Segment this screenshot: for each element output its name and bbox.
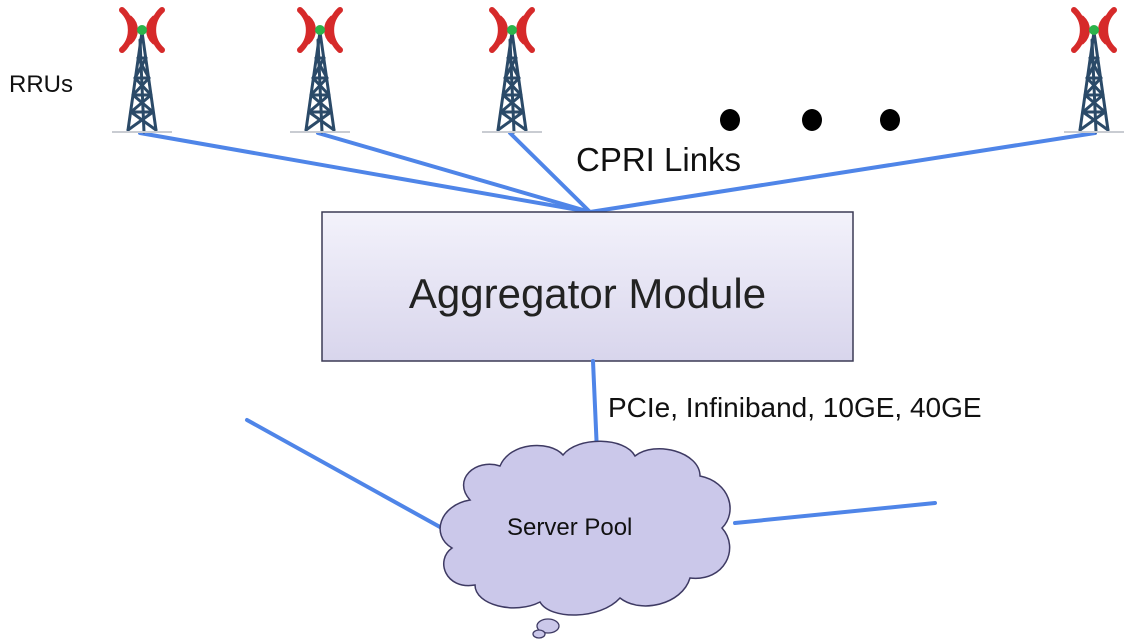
cpri-links [138,131,1097,214]
radio-tower-icon [482,10,542,132]
backhaul-link [591,359,599,454]
server-pool-cloud [439,440,731,639]
rrus-label: RRUs [9,71,73,98]
external-link-left [245,418,460,539]
cpri-link-1 [138,131,592,214]
radio-tower-icon [290,10,350,132]
aggregator-module-box [321,211,854,362]
cpri-link-3 [508,131,592,214]
ellipsis-dots [720,109,900,131]
radio-tower-icon [112,10,172,132]
external-link-right [733,501,937,525]
aggregator-module-label: Aggregator Module [408,270,767,317]
radio-tower-icon [1064,10,1124,132]
backhaul-link-label: PCIe, Infiniband, 10GE, 40GE [608,392,982,423]
cpri-link-4 [588,131,1097,214]
cpri-links-label: CPRI Links [576,141,742,178]
server-pool-label: Server Pool [507,514,633,541]
cpri-link-2 [316,131,592,214]
